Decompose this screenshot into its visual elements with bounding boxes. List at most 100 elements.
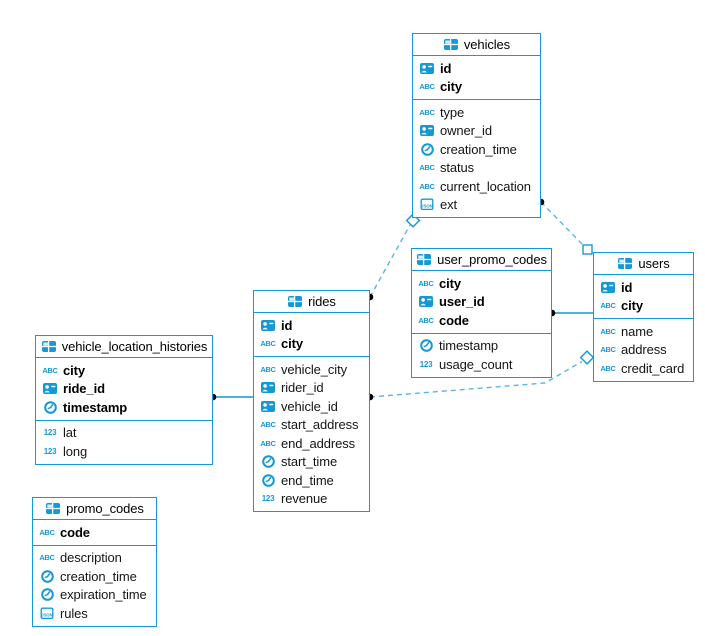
- field-label: current_location: [440, 178, 531, 194]
- field-label: owner_id: [440, 123, 492, 139]
- table-icon: [443, 39, 459, 50]
- field-row-user_id[interactable]: user_id: [412, 293, 551, 312]
- table-header[interactable]: promo_codes: [33, 498, 156, 520]
- connection-vehicle_location_histories-rides[interactable]: [209, 393, 253, 401]
- id-icon: [419, 62, 435, 74]
- table-header[interactable]: rides: [254, 291, 369, 313]
- num-icon: 123: [43, 446, 57, 456]
- clock-icon: [39, 588, 55, 602]
- field-row-id[interactable]: id: [413, 59, 540, 78]
- table-title: vehicle_location_histories: [61, 339, 208, 354]
- abc-icon: ABC: [260, 438, 276, 448]
- field-label: type: [440, 104, 465, 120]
- field-label: ride_id: [63, 381, 105, 397]
- field-label: city: [281, 336, 304, 352]
- field-row-creation_time[interactable]: creation_time: [413, 140, 540, 159]
- field-label: end_address: [281, 435, 356, 451]
- table-header[interactable]: users: [594, 253, 693, 275]
- field-row-timestamp[interactable]: timestamp: [412, 337, 551, 356]
- field-row-owner_id[interactable]: owner_id: [413, 122, 540, 141]
- table-title: users: [638, 256, 670, 271]
- num-icon: 123: [261, 494, 275, 504]
- field-label: address: [621, 342, 667, 358]
- connection-vehicles-users[interactable]: [537, 198, 593, 255]
- field-label: rules: [60, 605, 88, 621]
- field-label: creation_time: [60, 568, 137, 584]
- field-row-creation_time[interactable]: creation_time: [33, 567, 156, 586]
- cardinality-diamond: [579, 350, 595, 365]
- abc-icon: ABC: [39, 553, 55, 563]
- abc-icon: ABC: [600, 363, 616, 373]
- json-icon: JSON: [39, 607, 55, 620]
- table-header[interactable]: vehicles: [413, 34, 540, 56]
- field-row-rules[interactable]: JSON rules: [33, 604, 156, 623]
- connection-user_promo_codes-users[interactable]: [548, 309, 593, 317]
- id-icon: [260, 382, 276, 394]
- field-label: lat: [63, 425, 77, 441]
- table-title: user_promo_codes: [437, 252, 547, 267]
- field-row-timestamp[interactable]: timestamp: [36, 398, 212, 417]
- field-label: user_id: [439, 294, 485, 310]
- field-label: code: [60, 524, 90, 540]
- field-row-ride_id[interactable]: ride_id: [36, 380, 212, 399]
- field-label: timestamp: [439, 338, 499, 354]
- field-row-start_time[interactable]: start_time: [254, 453, 369, 472]
- field-label: creation_time: [440, 141, 517, 157]
- field-row-id[interactable]: id: [254, 316, 369, 335]
- field-row-id[interactable]: id: [594, 278, 693, 297]
- field-row-rider_id[interactable]: rider_id: [254, 379, 369, 398]
- id-icon: [419, 125, 435, 137]
- clock-icon: [260, 455, 276, 469]
- table-icon: [41, 341, 57, 352]
- clock-icon: [42, 400, 58, 414]
- field-label: city: [440, 79, 463, 95]
- field-row-end_address[interactable]: ABC end_address: [254, 434, 369, 453]
- field-row-expiration_time[interactable]: expiration_time: [33, 586, 156, 605]
- field-row-current_location[interactable]: ABC current_location: [413, 177, 540, 196]
- table-header[interactable]: vehicle_location_histories: [36, 336, 212, 358]
- id-icon: [418, 296, 434, 308]
- field-row-end_time[interactable]: end_time: [254, 471, 369, 490]
- abc-icon: ABC: [600, 301, 616, 311]
- id-icon: [600, 281, 616, 293]
- field-row-vehicle_id[interactable]: vehicle_id: [254, 397, 369, 416]
- field-row-address[interactable]: ABC address: [594, 341, 693, 360]
- svg-text:JSON: JSON: [41, 612, 52, 617]
- table-header[interactable]: user_promo_codes: [412, 249, 551, 271]
- abc-icon: ABC: [419, 181, 435, 191]
- abc-icon: ABC: [600, 345, 616, 355]
- field-label: city: [439, 275, 462, 291]
